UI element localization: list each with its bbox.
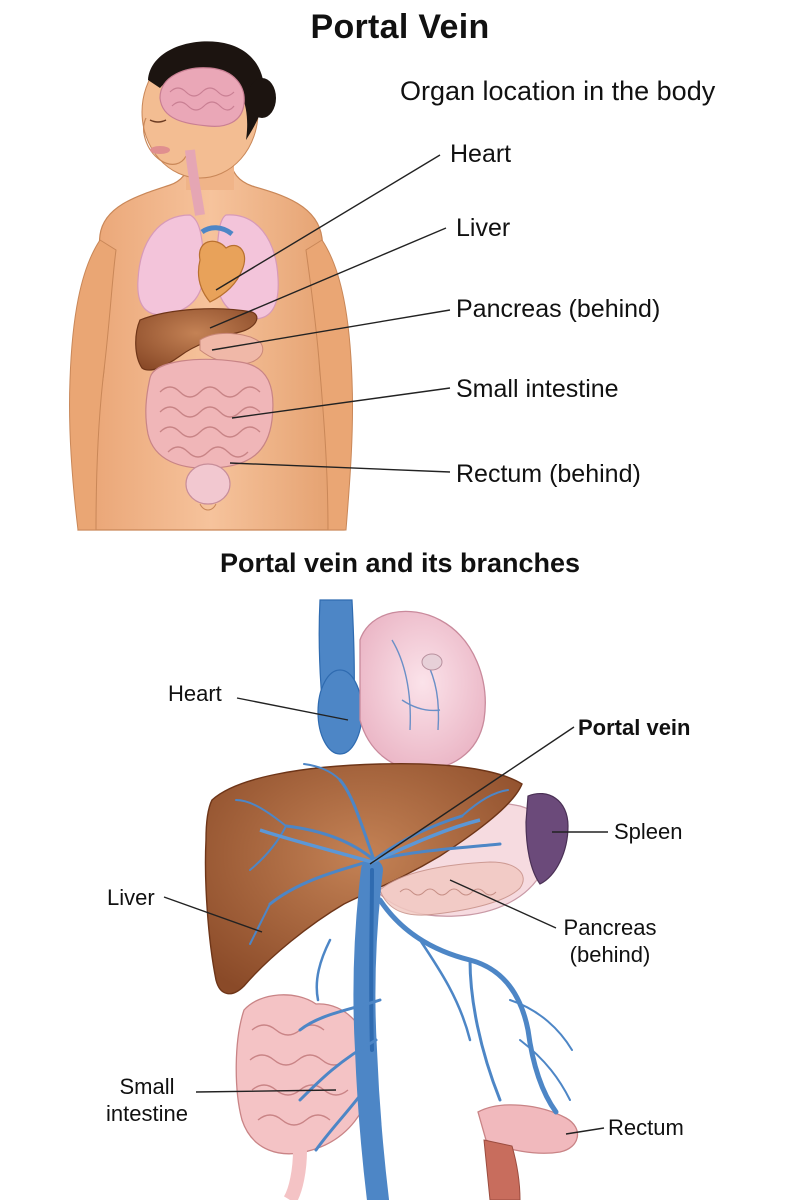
label-small-intestine-line1: Small: [119, 1074, 175, 1099]
label-spleen: Spleen: [614, 819, 683, 844]
label-liver-bottom: Liver: [107, 885, 155, 910]
leader-liver-top: [209, 227, 447, 329]
leader-heart-bottom: [236, 697, 349, 721]
label-pancreas-line2: (behind): [569, 942, 651, 967]
bottom-panel-title: Portal vein and its branches: [219, 548, 581, 578]
label-small-intestine-bottom: Small intestine: [95, 1073, 199, 1127]
leader-rectum-bottom: [565, 1127, 605, 1135]
rectum-bottom: [477, 1104, 578, 1154]
leader-pancreas-top: [211, 309, 451, 351]
pancreas-bottom: [379, 861, 524, 916]
top-panel-subtitle: Organ location in the body: [400, 76, 716, 106]
right-arm: [305, 239, 354, 531]
heart-top: [197, 240, 246, 303]
lips: [150, 146, 170, 154]
spleen: [525, 792, 569, 885]
label-pancreas-bottom: Pancreas (behind): [560, 914, 660, 968]
leader-small-intestine-bottom: [195, 1089, 337, 1093]
left-arm: [68, 239, 117, 531]
leader-liver-bottom: [163, 896, 263, 933]
label-heart-bottom: Heart: [168, 681, 222, 706]
leader-pancreas-bottom: [449, 879, 557, 929]
hair: [148, 41, 265, 140]
portal-vein-illustration: [204, 599, 578, 1200]
top-leader-lines: [209, 154, 451, 473]
bottom-leader-lines: [163, 697, 608, 1135]
label-heart-top: Heart: [450, 140, 512, 168]
leader-portal-vein: [369, 726, 575, 865]
pancreas-top: [199, 332, 264, 365]
small-intestine-bottom: [235, 994, 373, 1155]
label-pancreas-top: Pancreas (behind): [456, 295, 661, 323]
leader-rectum-top: [229, 462, 451, 473]
label-small-intestine-top: Small intestine: [456, 375, 619, 403]
label-small-intestine-line2: intestine: [106, 1101, 188, 1126]
brain: [159, 67, 245, 127]
label-rectum-top: Rectum (behind): [456, 460, 641, 488]
leader-small-intestine-top: [231, 387, 451, 419]
page-title: Portal Vein: [310, 8, 490, 46]
label-portal-vein: Portal vein: [578, 715, 691, 740]
label-liver-top: Liver: [456, 214, 511, 242]
portal-vein-branches: [235, 763, 573, 1200]
small-intestine-top: [145, 358, 274, 469]
label-rectum-bottom: Rectum: [608, 1115, 684, 1140]
leader-heart-top: [215, 154, 441, 291]
label-pancreas-line1: Pancreas: [563, 915, 657, 940]
heart-bottom: [359, 610, 486, 771]
rectum-top: [185, 463, 231, 505]
hair-bun: [248, 78, 276, 118]
